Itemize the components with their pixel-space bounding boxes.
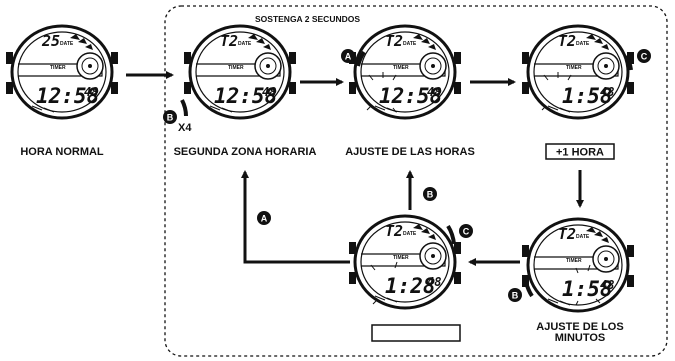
watch-normal-top: 25 — [41, 32, 60, 50]
svg-text:A: A — [261, 214, 268, 224]
watch-set-minutes-time: 1:58 — [562, 277, 613, 301]
svg-text:C: C — [641, 52, 648, 62]
button-b-press-second-zone: B — [163, 99, 188, 124]
watch-second-zone-time: 12:58 — [214, 84, 277, 108]
watch-normal-seconds: 48 — [84, 85, 98, 99]
hold-region-border — [164, 5, 668, 357]
watch-plus-hour-day-label: DATE — [576, 41, 590, 47]
watch-result-seconds: 48 — [427, 275, 441, 289]
watch-normal-day-label: DATE — [60, 41, 74, 47]
watch-set-minutes-top: T2 — [558, 225, 576, 243]
watch-result-top: T2 — [385, 222, 403, 240]
button-c-press-result: C — [446, 224, 473, 245]
arrow-result-to-second-zone — [241, 170, 350, 264]
watch-set-minutes-timer-label: TIMER — [566, 258, 582, 264]
watch-result-timer-label: TIMER — [393, 255, 409, 261]
flash-marks-minutes — [575, 264, 601, 306]
svg-text:A: A — [345, 52, 352, 62]
button-a-press-set-hours: A — [341, 49, 366, 67]
watch-normal: 25 DATE TIMER 12:58 48 — [4, 24, 120, 120]
flash-marks-result — [370, 261, 398, 305]
watch-set-minutes: T2 DATE TIMER 1:58 48 — [520, 217, 636, 313]
watch-second-zone-day-label: DATE — [238, 41, 252, 47]
caption-set-hours: AJUSTE DE LAS HORAS — [345, 146, 475, 158]
watch-normal-timer-label: TIMER — [50, 65, 66, 71]
watch-result-day-label: DATE — [403, 231, 417, 237]
watch-plus-hour-seconds: 48 — [600, 85, 614, 99]
svg-text:B: B — [427, 190, 434, 200]
caption-result-box — [371, 324, 461, 342]
svg-text:B: B — [512, 291, 519, 301]
watch-second-zone: T2 DATE TIMER 12:58 48 — [182, 24, 298, 120]
watch-set-hours-day-label: DATE — [403, 41, 417, 47]
caption-plus-hour: +1 HORA — [556, 147, 604, 159]
watch-set-hours-seconds: 48 — [427, 85, 441, 99]
watch-result-time: 1:28 — [385, 274, 436, 298]
svg-text:C: C — [463, 227, 470, 237]
watch-set-hours-time: 12:58 — [379, 84, 442, 108]
watch-plus-hour-top: T2 — [558, 32, 576, 50]
button-c-press-plus-hour: C — [624, 49, 651, 71]
flash-marks-hours — [366, 72, 397, 113]
watch-plus-hour: T2 DATE TIMER 1:58 48 — [520, 24, 636, 120]
caption-set-minutes-2: MINUTOS — [555, 332, 606, 344]
watch-second-zone-top: T2 — [220, 32, 238, 50]
press-count: X4 — [178, 122, 192, 134]
svg-text:B: B — [167, 113, 174, 123]
watch-second-zone-seconds: 48 — [262, 85, 276, 99]
watch-set-hours: T2 DATE TIMER 12:58 48 — [347, 24, 463, 120]
button-b-press-set-minutes: B — [508, 281, 534, 302]
watch-set-minutes-day-label: DATE — [576, 234, 590, 240]
watch-normal-time: 12:58 — [36, 84, 99, 108]
flash-marks-plus-hour — [541, 72, 572, 111]
caption-plus-hour-box — [545, 143, 615, 160]
watch-set-hours-timer-label: TIMER — [393, 65, 409, 71]
watch-second-zone-timer-label: TIMER — [228, 65, 244, 71]
hold-note: SOSTENGA 2 SECUNDOS — [255, 14, 360, 24]
caption-set-minutes-1: AJUSTE DE LOS — [536, 321, 623, 333]
watch-result: T2 DATE TIMER 1:28 48 — [347, 214, 463, 310]
caption-normal: HORA NORMAL — [20, 146, 104, 158]
watch-set-hours-top: T2 — [385, 32, 403, 50]
watch-plus-hour-timer-label: TIMER — [566, 65, 582, 71]
button-b-arrow-label: B — [423, 187, 437, 201]
flow-arrows — [126, 71, 584, 266]
button-a-arrow-label: A — [257, 211, 271, 225]
caption-second-zone: SEGUNDA ZONA HORARIA — [174, 146, 317, 158]
watch-plus-hour-time: 1:58 — [562, 84, 613, 108]
watch-set-minutes-seconds: 48 — [600, 278, 614, 292]
